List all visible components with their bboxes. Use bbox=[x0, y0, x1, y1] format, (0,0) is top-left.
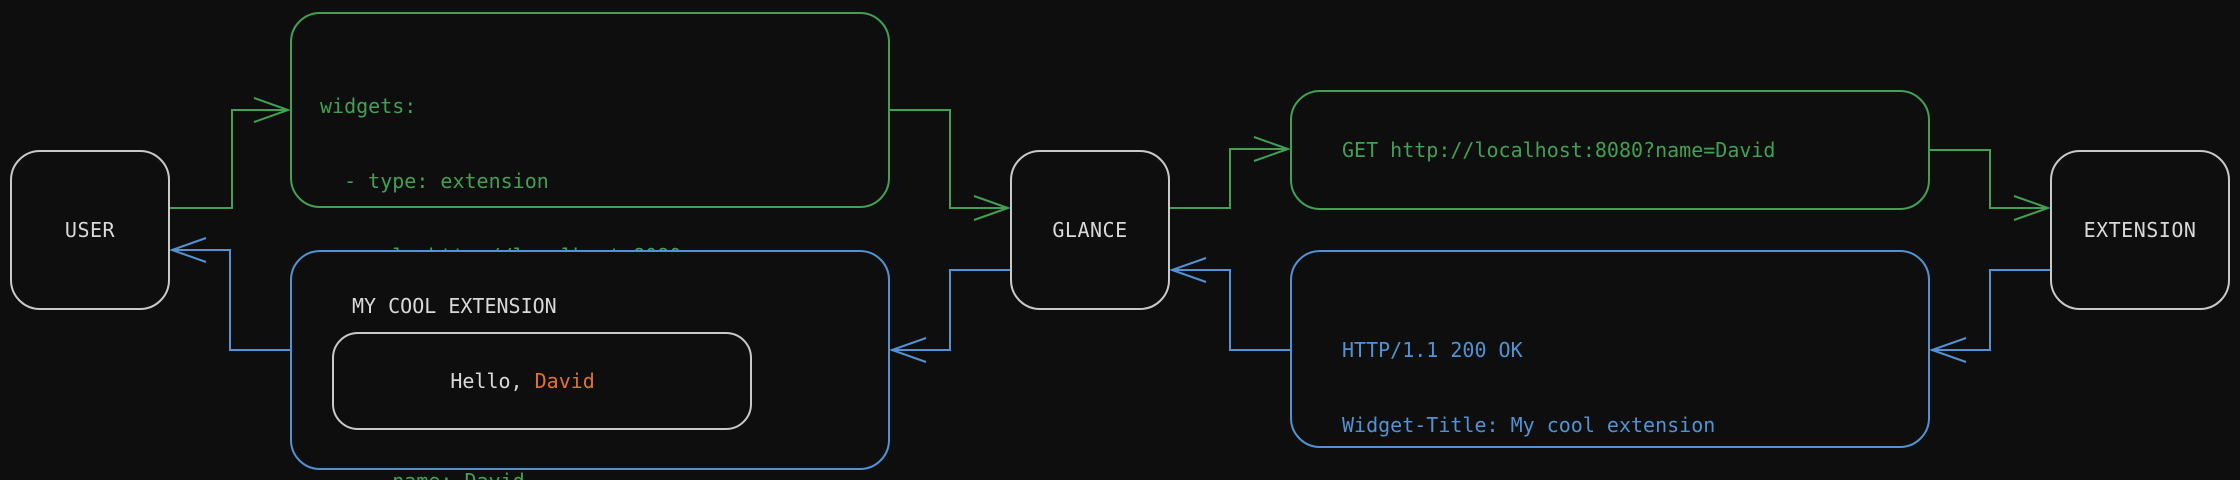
response-line: HTTP/1.1 200 OK bbox=[1342, 338, 1523, 362]
glance-node-label: GLANCE bbox=[1052, 218, 1128, 242]
rendered-widget-box: MY COOL EXTENSION Hello, David bbox=[290, 250, 890, 470]
arrow-widget-to-user bbox=[168, 237, 290, 351]
extension-node-label: EXTENSION bbox=[2083, 218, 2197, 242]
arrow-response-to-glance bbox=[1168, 257, 1290, 351]
user-node-label: USER bbox=[64, 218, 116, 242]
arrow-glance-to-request bbox=[1170, 136, 1292, 209]
http-response-box: HTTP/1.1 200 OK Widget-Title: My cool ex… bbox=[1290, 250, 1930, 448]
user-node: USER bbox=[10, 150, 170, 310]
arrow-glance-to-widget bbox=[888, 269, 1010, 363]
widget-greeting: Hello, David bbox=[354, 345, 595, 417]
glance-node: GLANCE bbox=[1010, 150, 1170, 310]
greeting-prefix: Hello, bbox=[450, 369, 535, 393]
http-response-code: HTTP/1.1 200 OK Widget-Title: My cool ex… bbox=[1342, 288, 1908, 480]
response-line: Widget-Title: My cool extension bbox=[1342, 413, 1716, 437]
arrow-extension-to-response bbox=[1928, 269, 2050, 363]
config-yaml-box: widgets: - type: extension url: http://l… bbox=[290, 12, 890, 480]
http-request-box: GET http://localhost:8080?name=David bbox=[1290, 90, 1930, 210]
config-line: widgets: bbox=[320, 94, 417, 118]
arrow-user-to-config bbox=[170, 97, 292, 209]
widget-content-box: Hello, David bbox=[332, 332, 752, 430]
config-line: name: David bbox=[320, 469, 826, 480]
config-line: - type: extension bbox=[320, 169, 549, 193]
greeting-name: David bbox=[534, 369, 595, 393]
arrow-config-to-glance bbox=[890, 109, 1012, 221]
arrow-request-to-extension bbox=[1930, 149, 2052, 221]
widget-title: MY COOL EXTENSION bbox=[352, 294, 557, 318]
extension-node: EXTENSION bbox=[2050, 150, 2230, 310]
http-request-text: GET http://localhost:8080?name=David bbox=[1342, 138, 1776, 162]
